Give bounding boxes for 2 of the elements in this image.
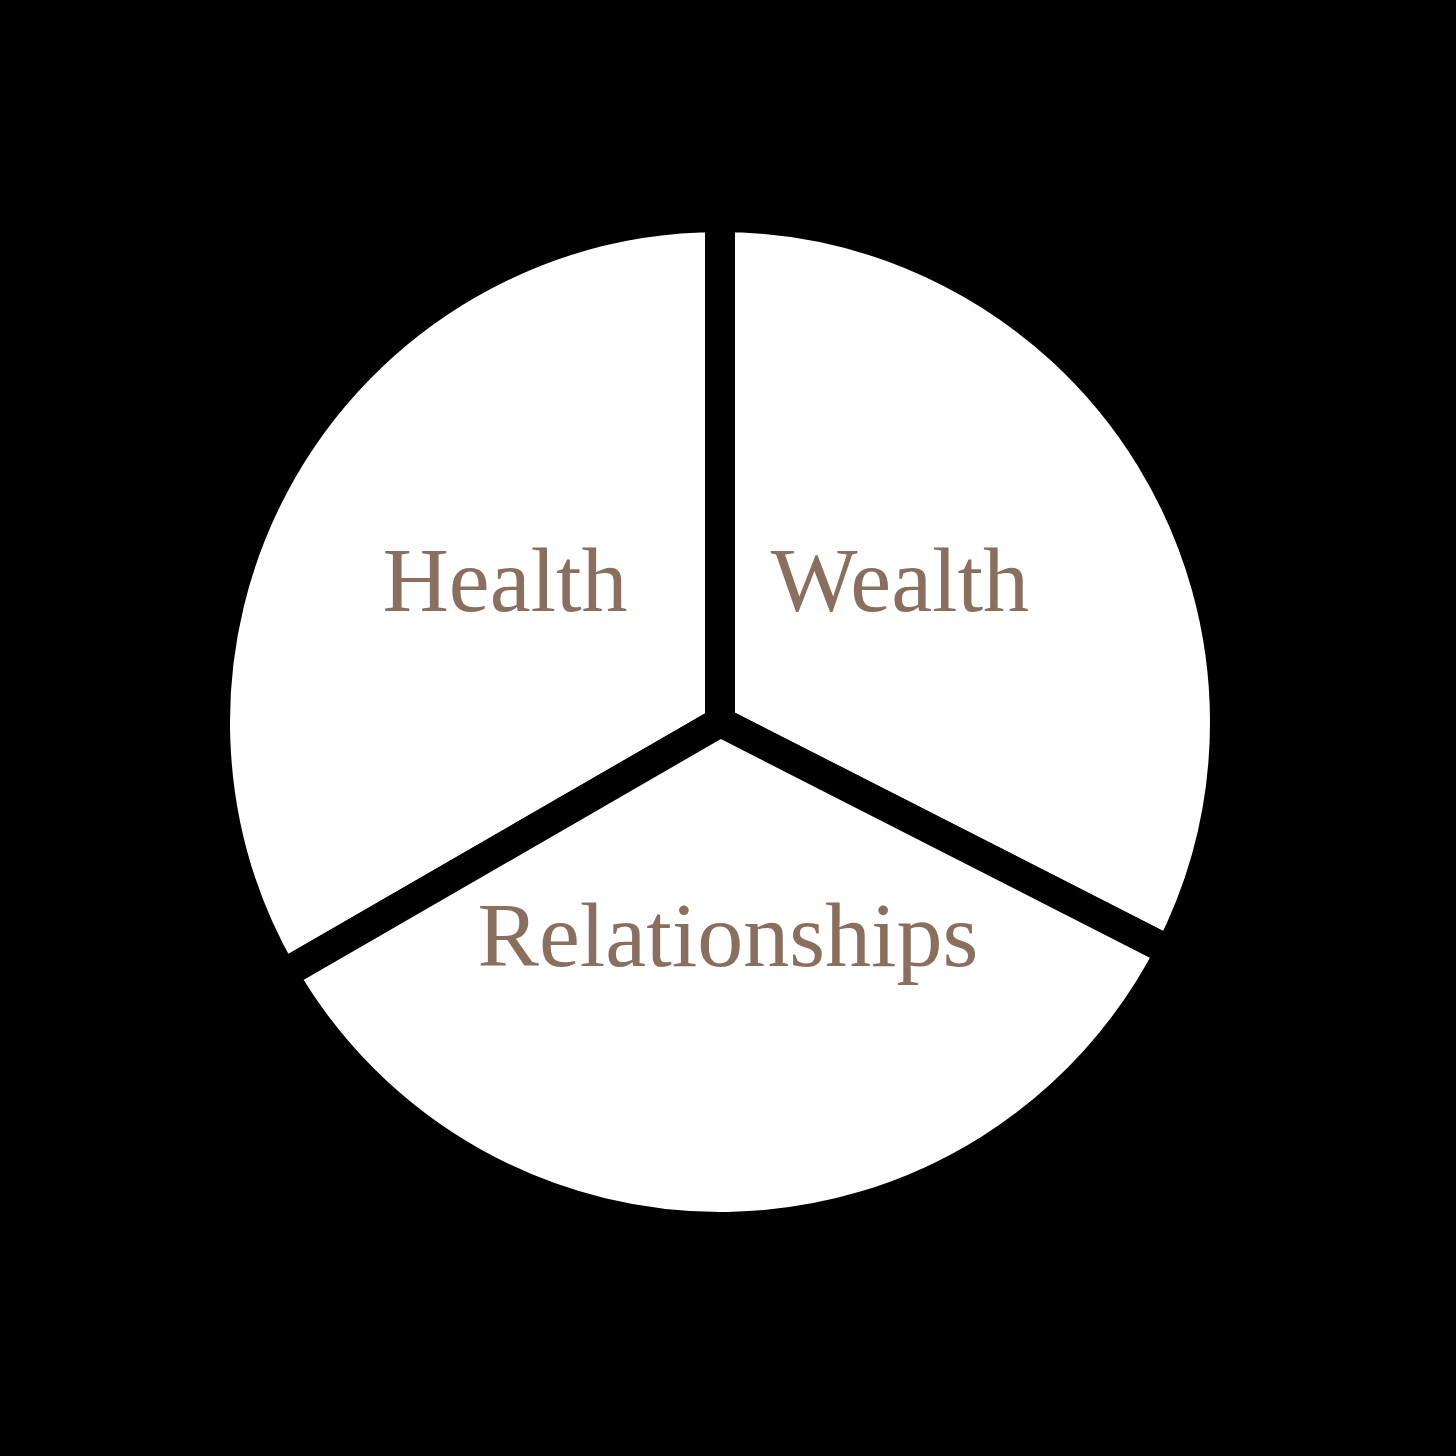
sector-label: Health <box>382 534 628 626</box>
sector-label: Wealth <box>770 534 1030 626</box>
